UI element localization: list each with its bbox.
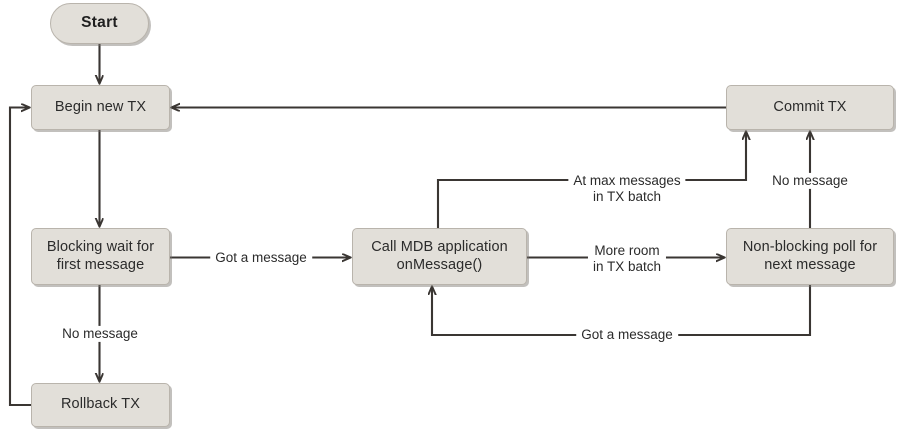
node-commit-tx[interactable]: Commit TX (726, 85, 894, 130)
node-commit-tx-label: Commit TX (773, 98, 847, 115)
node-call-mdb-application[interactable]: Call MDB application onMessage() (352, 228, 527, 285)
node-begin-new-tx-label: Begin new TX (54, 98, 147, 115)
edge-label-no-message-blocking: No message (57, 325, 143, 343)
node-non-blocking-poll[interactable]: Non-blocking poll for next message (726, 228, 894, 285)
edge-label-at-max-messages-in-tx-batch: At max messages in TX batch (568, 172, 686, 206)
node-blocking-wait-label: Blocking wait for first message (46, 238, 155, 273)
node-start[interactable]: Start (50, 3, 149, 44)
edge-label-no-message-poll: No message (767, 172, 853, 190)
node-rollback-tx-label: Rollback TX (60, 396, 140, 413)
node-begin-new-tx[interactable]: Begin new TX (31, 85, 170, 130)
edge-label-got-a-message-poll: Got a message (576, 326, 678, 344)
edge-label-more-room-in-tx-batch: More room in TX batch (587, 242, 667, 276)
edge-rollback-tx-to-begin-new-tx (8, 108, 31, 407)
node-rollback-tx[interactable]: Rollback TX (31, 383, 170, 427)
node-blocking-wait[interactable]: Blocking wait for first message (31, 228, 170, 285)
edge-label-got-a-message-blocking: Got a message (210, 249, 312, 267)
node-start-label: Start (81, 14, 118, 32)
node-call-mdb-application-label: Call MDB application onMessage() (371, 238, 508, 273)
node-non-blocking-poll-label: Non-blocking poll for next message (742, 238, 878, 273)
